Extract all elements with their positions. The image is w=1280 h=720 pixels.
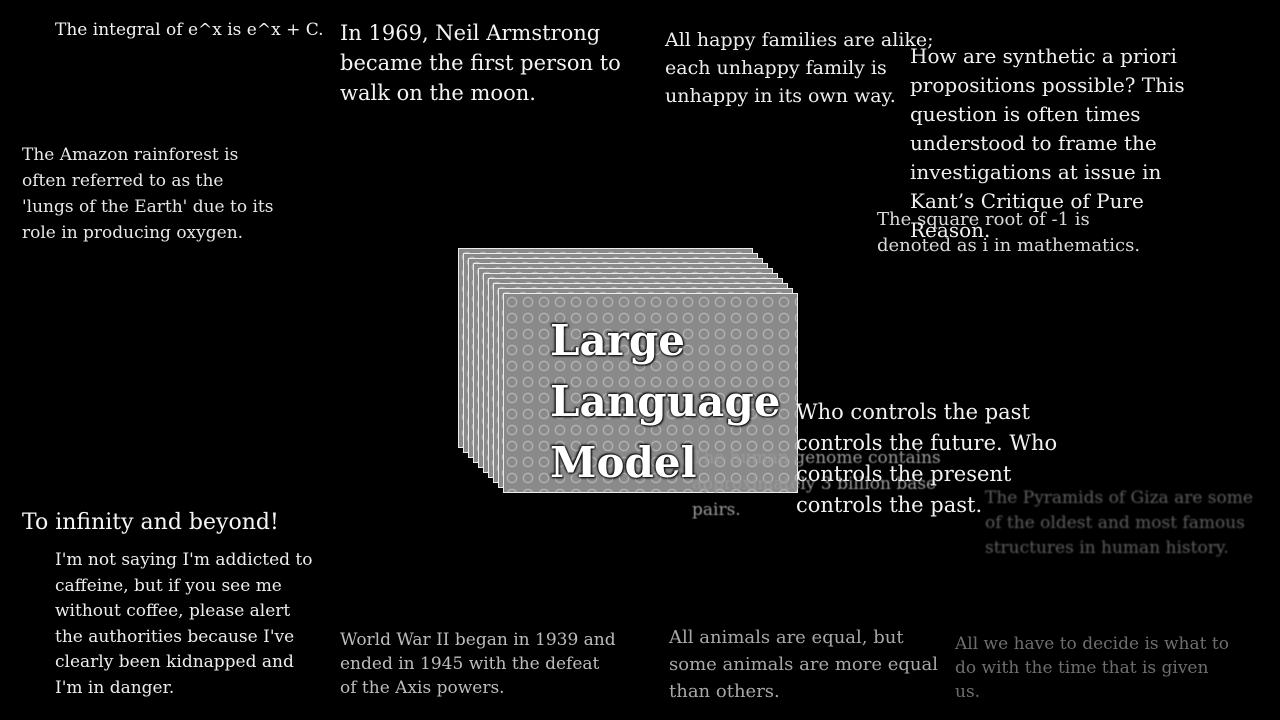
snippet-armstrong: In 1969, Neil Armstrong became the first… [340,21,621,105]
snippet-square-root: The square root of -1 is denoted as i in… [877,209,1141,256]
snippet-orwell: Who controls the past controls the futur… [796,400,1058,517]
snippet-amazon: The Amazon rainforest is often referred … [22,145,274,243]
snippet-genome: The human genome contains approximately … [692,448,941,520]
snippet-buzz: To infinity and beyond! [22,510,279,535]
snippet-tolstoy: All happy families are alike; each unhap… [665,29,934,107]
model-title: Large Language Model [550,316,781,487]
model-layer [503,293,798,493]
snippet-caffeine: I'm not saying I'm addicted to caffeine,… [55,550,313,698]
snippet-gandalf: All we have to decide is what to do with… [955,634,1229,702]
snippet-integral: The integral of e^x is e^x + C. [55,20,324,40]
snippet-pyramids: The Pyramids of Giza are some of the old… [985,488,1253,558]
model-layer-stack [450,245,810,500]
snippet-animals: All animals are equal, but some animals … [669,627,938,702]
snippet-kant: How are synthetic a priori propositions … [910,44,1185,242]
snippet-ww2: World War II began in 1939 and ended in … [340,630,616,698]
